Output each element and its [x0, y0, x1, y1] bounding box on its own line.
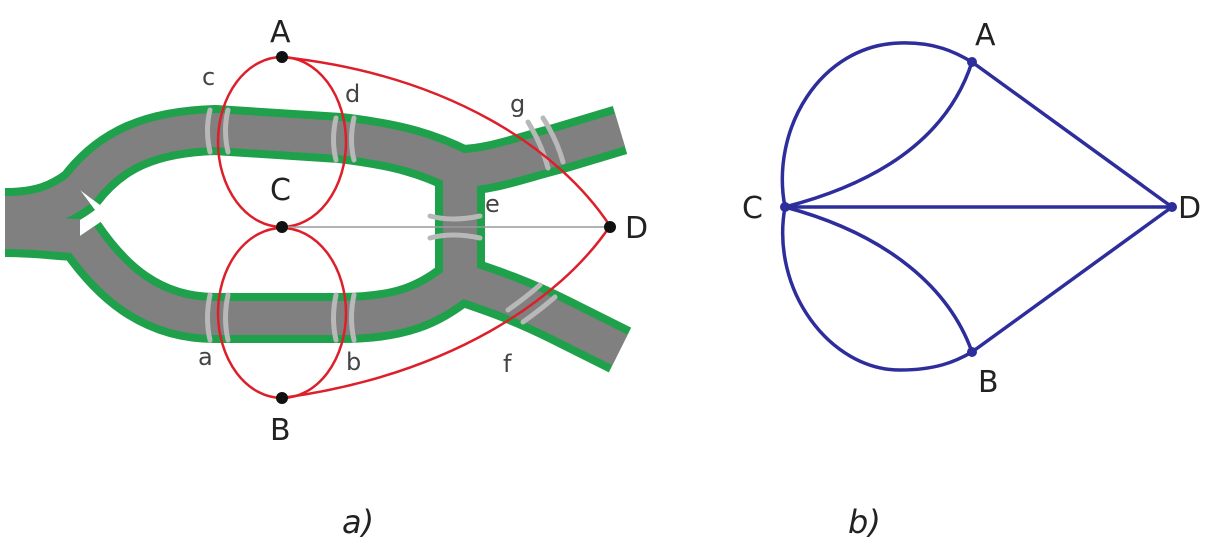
edge-ca-outer [780, 41, 973, 208]
label-b-C: C [742, 191, 763, 226]
label-b-B: B [978, 365, 999, 400]
node-a-B [276, 392, 288, 404]
label-bridge-e: e [485, 190, 500, 218]
caption-a: a) [342, 503, 374, 541]
label-a-A: A [270, 15, 291, 50]
edge-bd [970, 205, 1174, 354]
node-b-A [967, 57, 977, 67]
label-bridge-d: d [345, 80, 360, 108]
panel-b: A B C D b) [742, 18, 1201, 541]
bridge-a [205, 292, 231, 343]
node-b-C [780, 202, 790, 212]
water-lower-branch [65, 226, 628, 366]
label-a-C: C [270, 173, 291, 208]
label-bridge-c: c [202, 63, 215, 91]
bridge-g [525, 115, 566, 171]
label-bridge-f: f [503, 350, 512, 378]
edge-cb-inner [784, 205, 974, 353]
arc-bd [281, 225, 612, 400]
bridge-b [331, 292, 357, 343]
node-b-D [1167, 202, 1177, 212]
label-a-D: D [625, 211, 648, 246]
water-left-fill [5, 198, 55, 248]
nodes-b [780, 57, 1177, 357]
caption-b: b) [848, 503, 881, 541]
bridge-f [505, 282, 558, 325]
edge-cb-outer [781, 206, 973, 372]
label-bridge-b: b [346, 348, 361, 376]
label-b-D: D [1178, 191, 1201, 226]
graph-edges [780, 41, 1174, 372]
arc-ad [281, 55, 612, 227]
node-a-C [276, 221, 288, 233]
edge-ad [970, 60, 1174, 209]
label-bridge-g: g [510, 90, 525, 118]
water-upper-branch [66, 113, 625, 201]
node-a-A [276, 51, 288, 63]
bridge-c [205, 107, 231, 155]
nodes-a [276, 51, 616, 404]
label-a-B: B [270, 413, 291, 448]
edge-ca-inner [784, 61, 974, 209]
bridge-d [331, 115, 357, 163]
label-bridge-a: a [198, 343, 213, 371]
bridge-e [427, 213, 483, 241]
node-b-B [967, 347, 977, 357]
bridges [205, 107, 566, 343]
node-a-D [604, 221, 616, 233]
label-b-A: A [975, 18, 996, 53]
panel-a: A C B D a b c d e f g a) [4, 15, 648, 541]
